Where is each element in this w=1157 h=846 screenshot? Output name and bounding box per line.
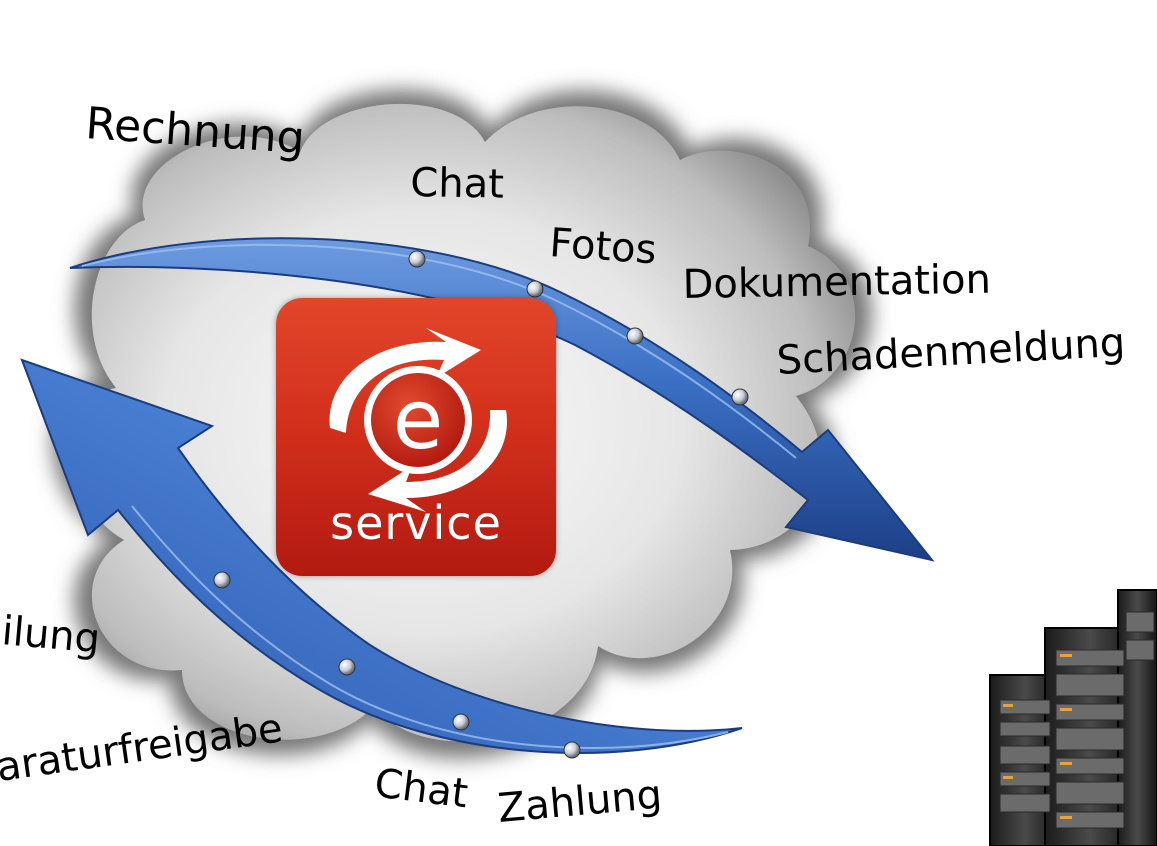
bottom-arrow <box>20 358 743 754</box>
label-fotos: Fotos <box>548 220 659 274</box>
logo-service-text: service <box>330 496 502 550</box>
label-mitteilung: ilung <box>0 608 102 663</box>
top-arrow-rivets <box>408 250 749 406</box>
label-chat-top: Chat <box>410 160 505 208</box>
bottom-arrow-rivets <box>213 571 581 759</box>
logo-letter: e <box>393 373 443 468</box>
eservice-logo: e service <box>276 298 556 576</box>
server-rack-icon <box>989 589 1157 846</box>
eservice-logo-graphic: e <box>329 328 507 512</box>
label-dokumentation: Dokumentation <box>682 256 992 308</box>
